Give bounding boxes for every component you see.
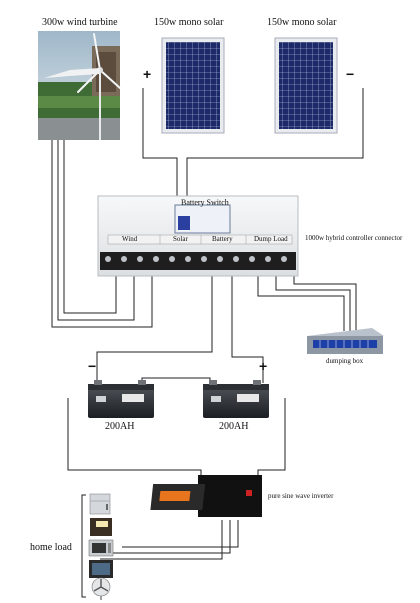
solar-panel-right-label: 150w mono solar — [267, 17, 337, 28]
battery-image — [203, 380, 269, 418]
television-icon — [89, 560, 113, 578]
battery-wire-positive — [231, 268, 264, 383]
microwave-icon — [88, 539, 114, 557]
solar-panel-left-label: 150w mono solar — [154, 17, 224, 28]
controller-section-wind: Wind — [122, 235, 138, 243]
solar-panel-image — [274, 37, 338, 134]
solar-positive-sign: + — [143, 66, 152, 82]
battery-negative-sign: − — [88, 358, 97, 374]
dump-wire-3 — [293, 268, 357, 331]
controller-section-solar: Solar — [173, 235, 188, 243]
dump-wire-1 — [257, 268, 345, 331]
load-wire-1 — [100, 520, 223, 560]
wind-wire-2 — [57, 140, 135, 321]
inverter-image — [150, 475, 262, 517]
battery-right-label: 200AH — [219, 421, 249, 432]
wind-turbine-image — [38, 31, 121, 140]
light-icon — [90, 518, 112, 536]
fan-icon — [91, 577, 111, 600]
charge-controller-image — [97, 195, 299, 277]
solar-panel-image — [161, 37, 225, 134]
wind-wire-1 — [51, 140, 153, 328]
controller-section-dump-load: Dump Load — [254, 235, 288, 243]
wind-wire-3 — [63, 140, 117, 314]
home-load-bracket — [81, 494, 86, 598]
home-load-label: home load — [30, 542, 72, 553]
dump-wire-2 — [275, 268, 351, 331]
battery-image — [88, 380, 154, 418]
battery-link — [141, 377, 211, 384]
solar-negative-sign: − — [346, 66, 355, 82]
dump-load-box-image — [307, 328, 384, 354]
inverter-label: pure sine wave inverter — [268, 492, 334, 500]
solar-wire-right — [186, 88, 364, 203]
inverter-wire-right — [257, 398, 286, 478]
battery-switch-label: Battery Switch — [181, 198, 229, 207]
controller-label: 1000w hybrid controller connector — [305, 234, 403, 242]
refrigerator-icon — [89, 493, 111, 515]
load-wire-2 — [112, 520, 231, 554]
wind-turbine-label: 300w wind turbine — [42, 17, 118, 28]
load-wire-3 — [122, 520, 239, 548]
battery-wire-negative — [96, 268, 213, 383]
battery-left-label: 200AH — [105, 421, 135, 432]
solar-wire-left — [142, 88, 178, 203]
inverter-wire-left — [67, 398, 202, 478]
controller-section-battery: Battery — [212, 235, 233, 243]
dumping-box-label: dumping box — [326, 357, 364, 365]
battery-positive-sign: + — [259, 358, 268, 374]
